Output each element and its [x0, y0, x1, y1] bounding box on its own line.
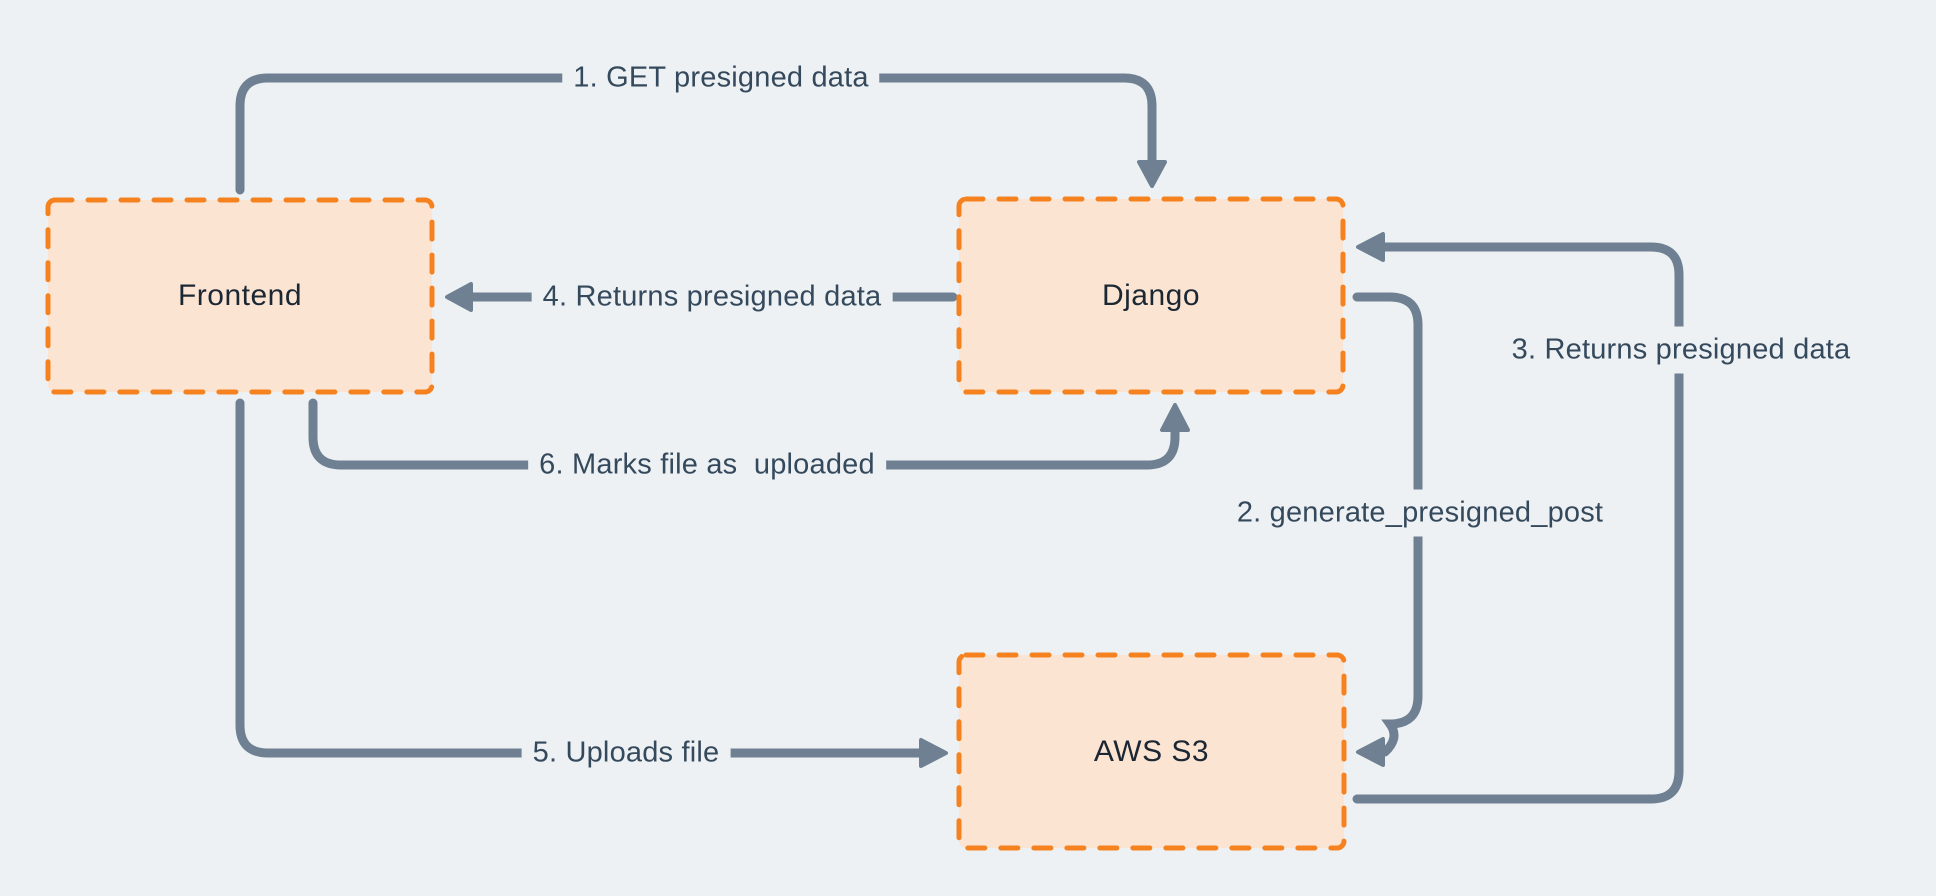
node-django-label: Django	[1101, 278, 1201, 312]
edge-2-arrowhead	[1356, 737, 1385, 767]
edge-4-label: 4. Returns presigned data	[531, 273, 893, 321]
edge-6-label: 6. Marks file as uploaded	[528, 441, 886, 489]
edge-2-path	[1352, 292, 1423, 757]
edge-5-label: 5. Uploads file	[521, 729, 731, 777]
node-aws-s3-label: AWS S3	[1093, 734, 1210, 768]
edge-3-label: 3. Returns presigned data	[1500, 326, 1862, 374]
frontend-box	[45, 197, 435, 395]
edge-1-label: 1. GET presigned data	[562, 54, 880, 102]
edge-3-path	[1352, 242, 1684, 804]
edge-5-path	[235, 398, 925, 758]
edge-3-arrowhead	[1356, 232, 1385, 262]
aws-s3-box	[956, 652, 1347, 851]
edge-1-arrowhead	[1137, 160, 1167, 188]
django-box	[956, 196, 1346, 395]
edge-6-arrowhead	[1160, 403, 1190, 432]
edge-2-label: 2. generate_presigned_post	[1225, 489, 1615, 537]
node-frontend-label: Frontend	[177, 279, 303, 312]
edge-5-arrowhead	[919, 738, 948, 768]
edge-4-arrowhead	[445, 282, 473, 312]
